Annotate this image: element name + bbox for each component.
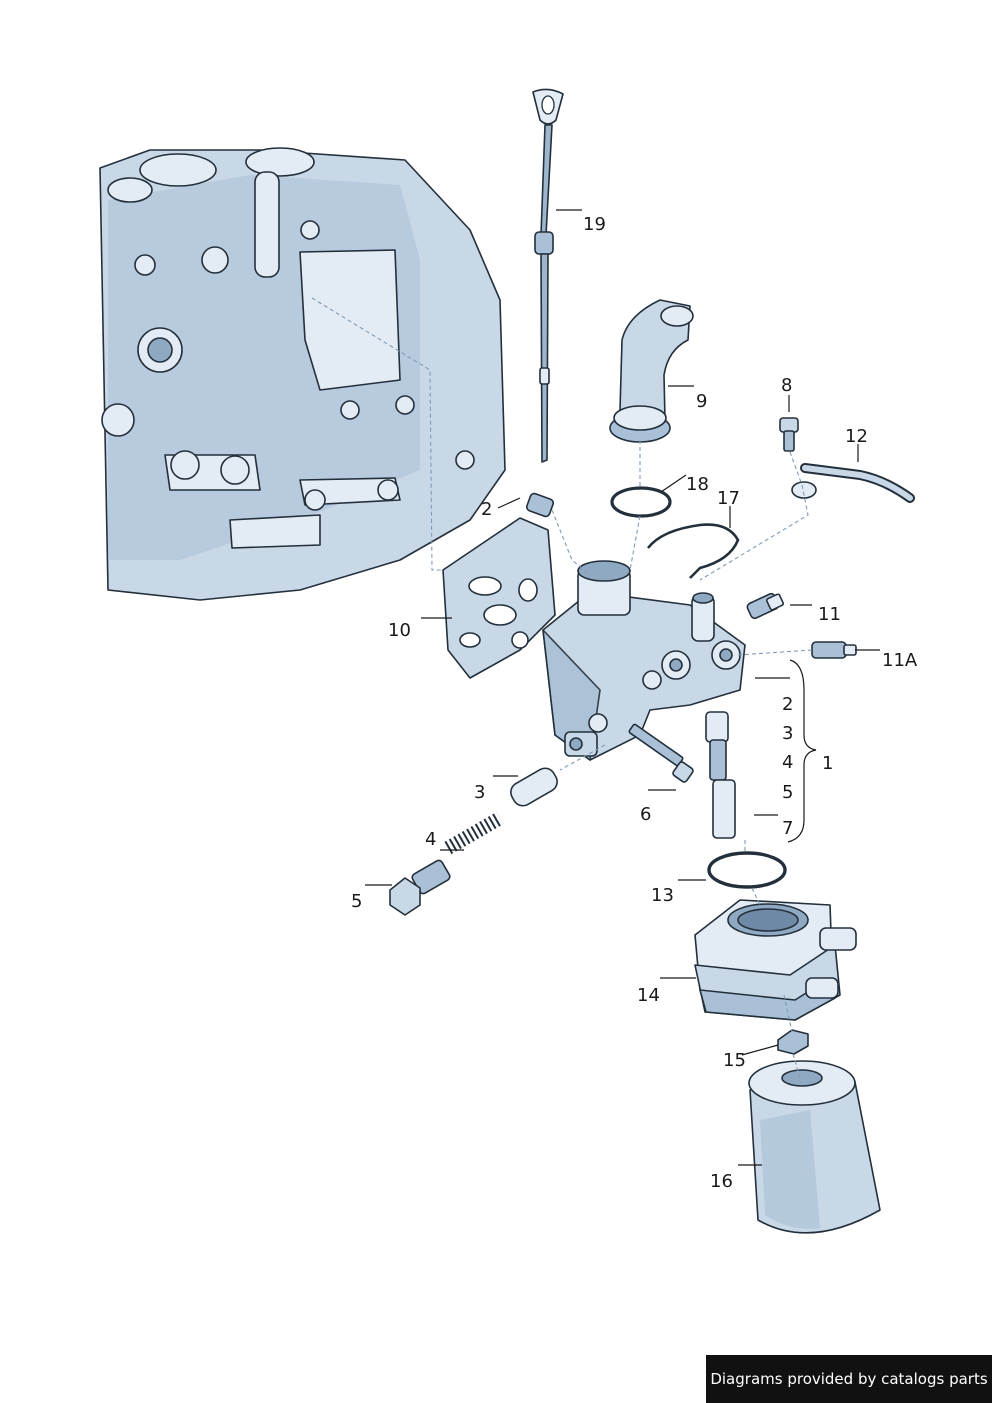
part-9-pipe [609, 299, 694, 443]
callout-17: 17 [717, 488, 740, 509]
callout-14: 14 [637, 985, 660, 1006]
part-2-plug-upper [525, 492, 555, 518]
part-8-bolt [779, 417, 799, 452]
callout-15: 15 [723, 1050, 746, 1071]
part-16-oil-filter [748, 1060, 881, 1234]
leader-lines [365, 209, 880, 1166]
callout-18: 18 [686, 474, 709, 495]
callout-13: 13 [651, 885, 674, 906]
callout-16: 16 [710, 1171, 733, 1192]
callout-1: 1 [822, 753, 833, 774]
part-10-gasket [442, 517, 556, 679]
callout-4: 4 [425, 829, 436, 850]
callout-12: 12 [845, 426, 868, 447]
callout-6: 6 [640, 804, 651, 825]
part-4-spring [444, 811, 504, 855]
part-11A-sender [811, 641, 857, 659]
callout-group-5: 5 [782, 782, 793, 803]
callout-8: 8 [781, 375, 792, 396]
engine-block [99, 147, 506, 601]
callout-11: 11 [818, 604, 841, 625]
callout-group-2: 2 [782, 694, 793, 715]
callout-11A: 11A [882, 650, 918, 671]
credit-text: Diagrams provided by catalogs parts [710, 1370, 988, 1388]
alignment-lines [311, 297, 813, 1079]
part-14-oil-cooler [694, 899, 857, 1021]
callout-group-4: 4 [782, 752, 793, 773]
part-19-dipstick [532, 88, 564, 463]
part-6-bolt [628, 723, 694, 783]
callout-10: 10 [388, 620, 411, 641]
part-15-nut [777, 1029, 809, 1055]
part-11-sender [746, 592, 785, 620]
callout-group-7: 7 [782, 818, 793, 839]
part-7-threaded-pipe [705, 711, 736, 839]
callout-group-3: 3 [782, 723, 793, 744]
callout-3: 3 [474, 782, 485, 803]
credit-banner: Diagrams provided by catalogs parts [706, 1355, 992, 1403]
callout-9: 9 [696, 391, 707, 412]
part-18-o-ring [610, 486, 672, 518]
part-13-seal-ring [707, 851, 787, 889]
part-3-valve-piston [510, 767, 558, 807]
oil-filter-housing [542, 560, 746, 761]
callout-labels: 19 9 8 12 18 17 2 11 11A 10 2 3 4 5 7 1 … [351, 214, 918, 1192]
part-5-plug-bolt [389, 859, 451, 916]
callout-5: 5 [351, 891, 362, 912]
callout-2-upper: 2 [481, 499, 492, 520]
callout-19: 19 [583, 214, 606, 235]
part-17-clip [646, 523, 740, 579]
